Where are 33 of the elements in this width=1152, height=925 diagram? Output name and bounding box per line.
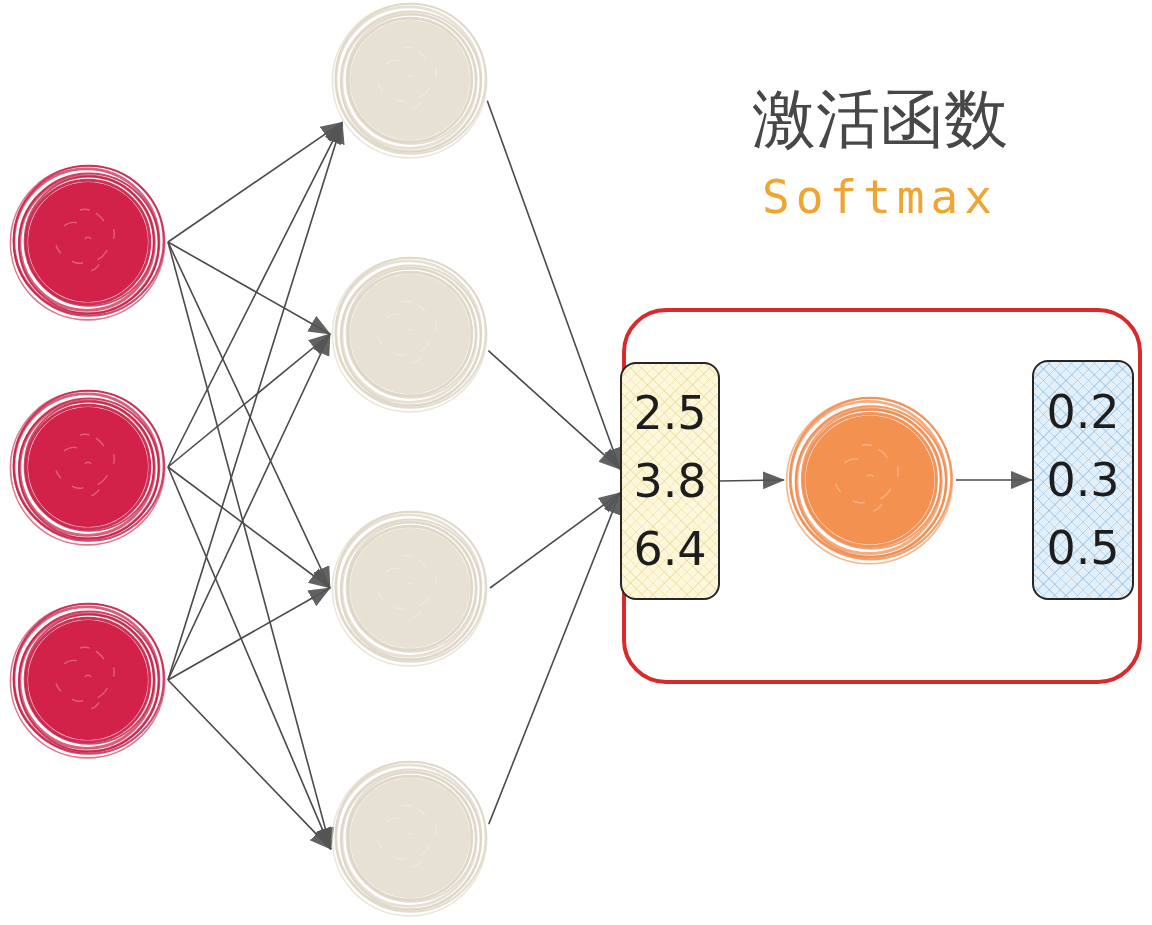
hidden-neuron: [330, 0, 490, 160]
input-neuron: [8, 600, 168, 760]
value-text: 0.3: [1046, 452, 1120, 509]
value-text: 0.5: [1046, 520, 1120, 577]
arrow: [719, 471, 785, 490]
arrow: [167, 241, 331, 335]
value-text: 0.2: [1046, 384, 1120, 441]
input-neuron: [8, 387, 168, 547]
hidden-neuron: [330, 254, 490, 414]
arrow: [167, 466, 331, 589]
value-text: 2.5: [633, 385, 707, 442]
value-text: 6.4: [633, 521, 707, 578]
arrow: [167, 466, 332, 850]
arrow: [167, 121, 343, 243]
arrow: [167, 587, 331, 681]
softmax-neuron: [784, 394, 956, 566]
hidden-neuron: [330, 508, 490, 668]
arrow: [167, 333, 331, 468]
arrow: [167, 333, 331, 681]
arrow: [487, 349, 621, 470]
arrow: [955, 471, 1033, 489]
arrow: [167, 679, 332, 850]
arrow: [167, 241, 331, 589]
output-vector-box: [1032, 360, 1134, 600]
function-name-label: Softmax: [762, 170, 998, 224]
input-neuron: [8, 162, 168, 322]
title-text: 激活函数: [752, 82, 1008, 156]
arrow: [167, 121, 343, 468]
input-vector-box: [620, 362, 720, 600]
rounded-frame: [622, 308, 1142, 684]
value-text: 3.8: [633, 453, 707, 510]
hidden-neuron: [330, 758, 490, 918]
arrow: [489, 492, 621, 589]
